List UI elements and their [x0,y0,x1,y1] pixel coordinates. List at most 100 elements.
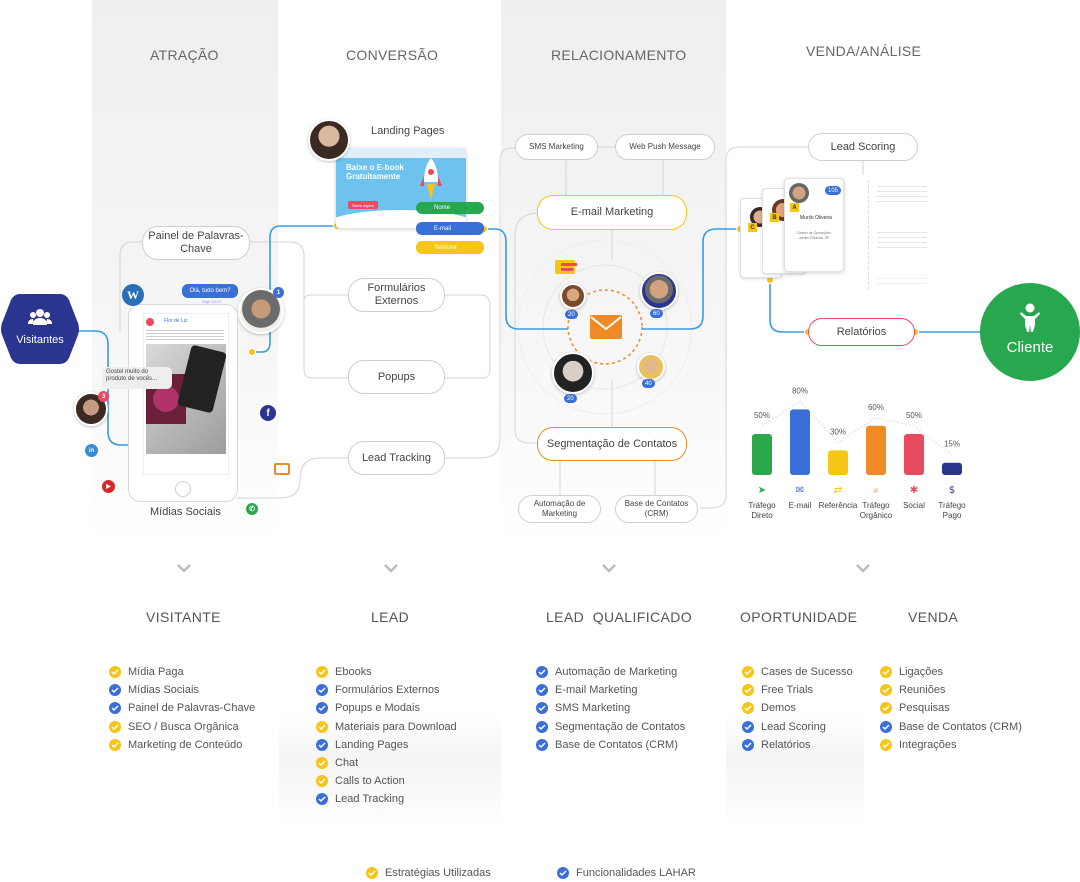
bar-value-label: 50% [754,411,770,420]
category-label: Tráfego [938,501,966,510]
contact-avatar-3 [552,352,594,394]
phone-in-photo [177,344,227,414]
bar-value-label: 80% [792,386,808,395]
lead-card-a-name: Murilo Oliveira [800,215,832,221]
list-item: Mídia Paga [109,663,255,681]
comment-count: 3 [98,391,109,402]
search-icon: ⌕ [873,485,879,496]
list-item-label: Popups e Modais [335,702,420,715]
phone-home-button [175,481,191,497]
lead-card-a-role: Diretor de Operações [797,231,831,235]
list-item: Base de Contatos (CRM) [880,718,1022,736]
column-header-venda-analise: VENDA/ANÁLISE [806,43,922,59]
check-icon [880,684,892,697]
category-label: E-mail [789,501,812,510]
list-item-label: Free Trials [761,684,813,697]
list-item: Integrações [880,736,1022,754]
legend-features-label: Funcionalidades LAHAR [576,867,696,879]
lead-scoring-node: Lead Scoring [808,133,918,161]
check-icon [316,775,328,788]
list-item-label: Mídias Sociais [128,684,199,697]
list-item: Cases de Sucesso [742,663,853,681]
check-icon [316,702,328,715]
list-item-label: Automação de Marketing [555,666,678,679]
timeline-ghost [868,180,929,290]
list-item: Landing Pages [316,736,457,754]
bar-2 [828,450,848,475]
list-item-label: Formulários Externos [335,684,440,697]
check-icon [109,702,121,715]
segmentacao-contatos-node: Segmentação de Contatos [537,427,687,461]
lead-tracking-node: Lead Tracking [348,441,445,475]
visitantes-node: Visitantes [0,292,80,366]
list-item: Marketing de Conteúdo [109,736,255,754]
check-icon [536,702,548,715]
list-item: SEO / Busca Orgânica [109,718,255,736]
list-item: Ebooks [316,663,457,681]
bar-3 [866,425,886,475]
rocket-icon [420,158,442,200]
check-icon [880,720,892,733]
list-item: Formulários Externos [316,681,457,699]
column-header-conversao: CONVERSÃO [346,47,439,63]
list-item-label: Ebooks [335,666,372,679]
check-icon [880,666,892,679]
cliente-label: Cliente [1006,339,1054,356]
list-item: Base de Contatos (CRM) [536,736,685,754]
person-icon [1020,303,1040,332]
category-label: Orgânico [860,511,893,520]
check-icon [109,666,121,679]
contact-badge-3: 20 [564,394,577,403]
comment-bubble: Gostei muito do produto de vocês... [102,367,172,389]
hexagon-shape [1,294,79,364]
popups-node: Popups [348,360,445,394]
form-email-field: E-mail [416,222,484,235]
trend-line [761,400,953,456]
check-icon [880,738,892,751]
category-label: Pago [943,511,962,520]
lp-navbar [336,148,466,158]
check-icon [109,720,121,733]
form-phone-field: Telefone [416,241,484,254]
bar-1 [790,409,810,475]
automacao-marketing-node: Automação de Marketing [518,495,601,523]
check-icon [109,684,121,697]
email-marketing-node: E-mail Marketing [537,195,687,230]
legend-strategies-label: Estratégias Utilizadas [385,867,491,879]
chat-time: Hoje 10:17 [202,299,222,304]
column-header-relacionamento: RELACIONAMENTO [551,47,687,63]
youtube-icon: ▶ [102,480,115,493]
form-name-field: Nome [416,202,484,214]
list-item-label: Marketing de Conteúdo [128,738,243,751]
rank-a-label: A [790,203,799,212]
stage-visitante: VISITANTE [146,609,221,625]
list-item-label: Mídia Paga [128,666,184,679]
list-item: Ligações [880,663,1022,681]
list-item-label: Painel de Palavras-Chave [128,702,256,715]
category-label: Tráfego [862,501,890,510]
category-label: Tráfego [748,501,776,510]
list-item-label: Ligações [899,666,944,679]
referral-icon: ⇄ [834,485,842,496]
timeline-entry-1 [877,186,927,206]
category-label: Direto [751,511,773,520]
base-contatos-node: Base de Contatos (CRM) [615,495,698,523]
check-icon [366,867,378,879]
contact-avatar-4 [637,353,665,381]
contact-badge-1: 20 [565,310,578,319]
email-icon: ✉ [796,485,804,496]
check-icon [109,738,121,751]
bar-value-label: 15% [944,440,960,449]
chevron-down-icon [384,564,398,573]
list-item: Calls to Action [316,772,457,790]
list-item: Reuniões [880,681,1022,699]
list-item-label: Lead Scoring [761,720,826,733]
list-item: Painel de Palavras-Chave [109,699,255,717]
linkedin-icon: in [85,444,98,457]
bar-value-label: 60% [868,403,884,412]
sms-marketing-node: SMS Marketing [515,134,598,160]
list-item: Popups e Modais [316,699,457,717]
